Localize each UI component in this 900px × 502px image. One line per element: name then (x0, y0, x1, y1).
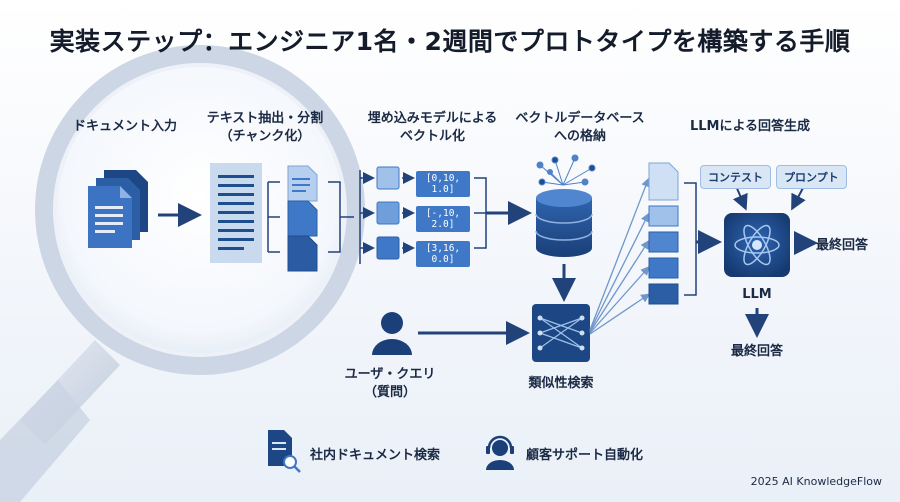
step-label-embed: 埋め込みモデルによる ベクトル化 (345, 110, 520, 146)
chunk-doc-icon-2 (287, 200, 318, 237)
headset-support-icon (486, 435, 514, 470)
step-label-llm: LLMによる回答生成 (689, 119, 811, 134)
retrieval-lines (589, 177, 651, 335)
context-pill: コンテスト (700, 165, 771, 189)
step-label-store-line1: ベクトルデータベース (515, 111, 645, 126)
similarity-search-icon (532, 304, 590, 362)
use-case-doc-search: 社内ドキュメント検索 (310, 448, 441, 463)
user-query-label: ユーザ・クエリ （質問） (330, 366, 450, 402)
vector-label-2: [-,10, 2.0] (416, 206, 470, 232)
network-icon (536, 154, 596, 186)
document-stack-icon (88, 170, 148, 248)
prompt-pill: プロンプト (776, 165, 847, 189)
step-label-chunk-line2: （チャンク化） (219, 129, 311, 144)
embed-square-3 (376, 236, 400, 260)
vector-label-1: [0,10, 1.0] (416, 171, 470, 197)
vector-database-icon (535, 189, 593, 257)
use-case-support: 顧客サポート自動化 (526, 448, 644, 463)
step-label-embed-line2: ベクトル化 (399, 129, 465, 144)
embed-square-2 (376, 201, 400, 225)
vector-label-3: [3,16, 0.0] (416, 241, 470, 267)
user-icon (372, 312, 412, 355)
chunk-doc-icon-1 (287, 165, 318, 202)
final-answer-bottom: 最終回答 (730, 344, 783, 359)
step-label-input: ドキュメント入力 (72, 119, 177, 134)
step-label-chunk: テキスト抽出・分割 （チャンク化） (185, 110, 345, 146)
user-query-line2: （質問） (363, 385, 416, 400)
step-label-store-line2: への格納 (553, 129, 606, 144)
footer-credit: 2025 AI KnowledgeFlow (750, 475, 882, 488)
step-label-chunk-line1: テキスト抽出・分割 (206, 111, 324, 126)
document-search-icon (268, 430, 301, 473)
text-page-icon (210, 163, 262, 263)
llm-atom-icon (724, 213, 790, 277)
similarity-search-label: 類似性検索 (528, 376, 594, 391)
retrieved-docs-icon (648, 162, 679, 305)
user-query-line1: ユーザ・クエリ (344, 367, 436, 382)
embed-square-1 (376, 166, 400, 190)
step-label-store: ベクトルデータベース への格納 (500, 110, 660, 146)
page-title: 実装ステップ：エンジニア1名・2週間でプロトタイプを構築する手順 (49, 27, 851, 56)
llm-label: LLM (742, 287, 772, 302)
chunk-doc-icon-3 (287, 235, 318, 272)
step-label-embed-line1: 埋め込みモデルによる (367, 111, 498, 126)
final-answer-right: 最終回答 (816, 238, 869, 253)
